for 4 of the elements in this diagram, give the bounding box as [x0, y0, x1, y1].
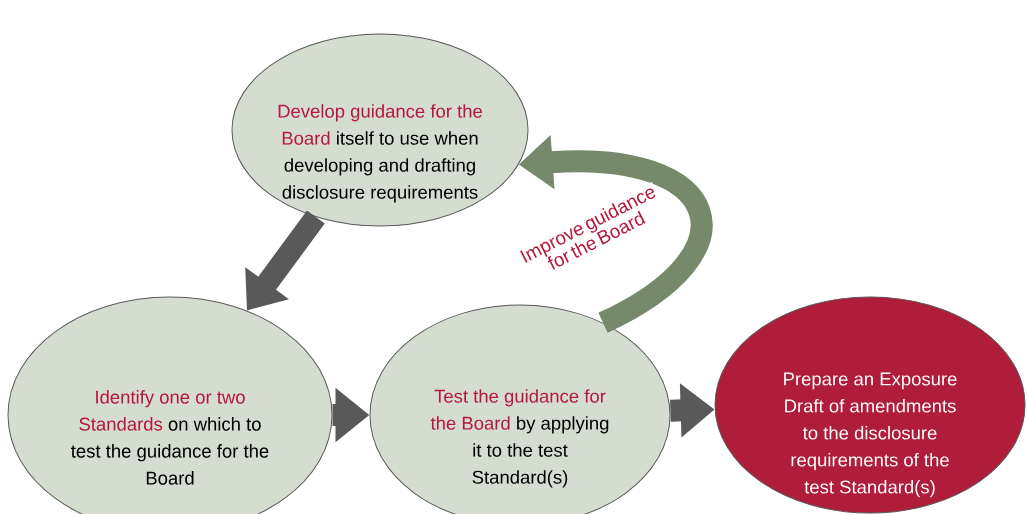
ellipse-node: Test the guidance for the Board by applying it to the test Standard(s): [369, 304, 671, 514]
ellipse-node: Identify one or two Standards on which to test the guidance for the Board: [7, 296, 333, 514]
ellipse-node: Prepare an Exposure Draft of amendments to the disclosure requirements of the test Standard(s): [714, 296, 1026, 514]
ellipse-node: Develop guidance for the Board itself to use when developing and drafting disclosure requirements: [231, 33, 529, 227]
